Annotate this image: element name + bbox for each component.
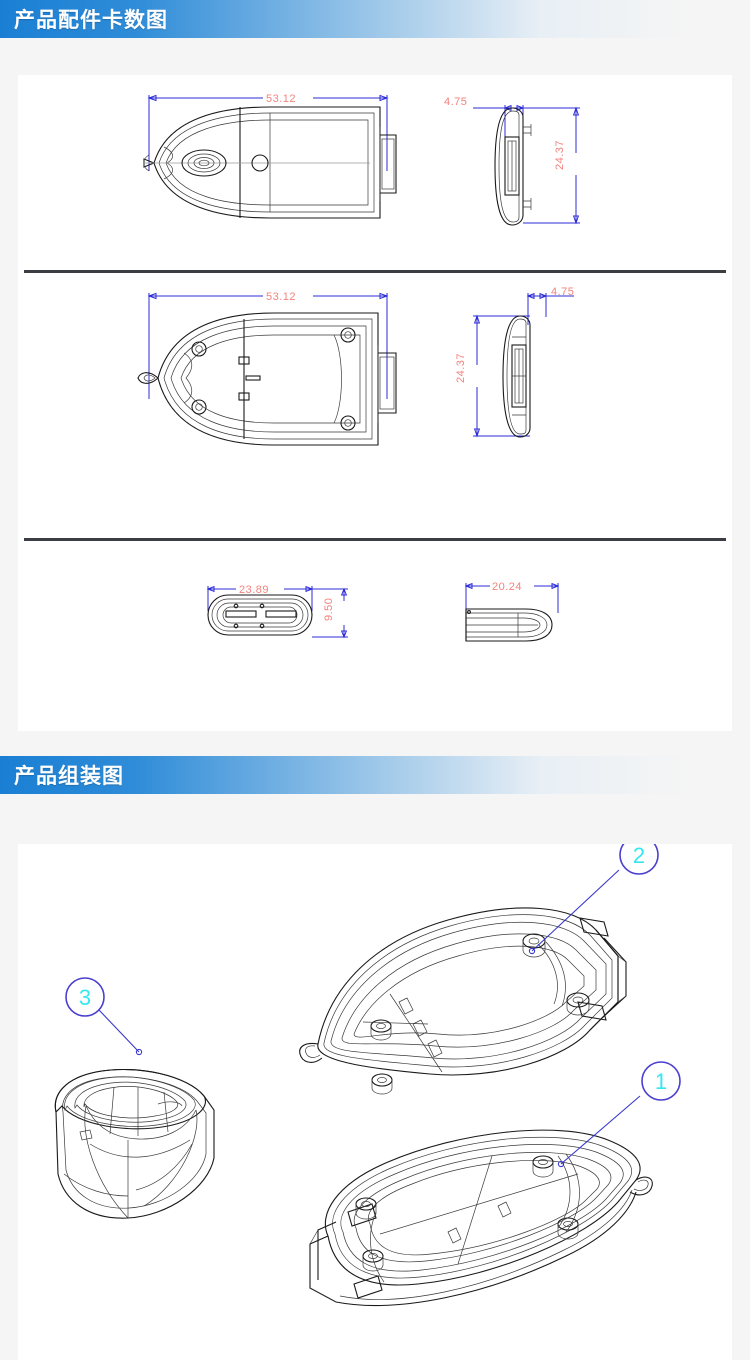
callout-1: 1 xyxy=(557,1061,681,1168)
section-banner-assembly: 产品组装图 xyxy=(0,756,750,794)
callout-number: 2 xyxy=(633,844,645,868)
top-view-outer-shell: 53.12 xyxy=(143,93,397,219)
dimension-label: 53.12 xyxy=(266,93,296,105)
callout-number: 1 xyxy=(655,1069,667,1094)
part-end-cap xyxy=(54,1068,215,1219)
drawing-row-1: 53.12 xyxy=(18,75,732,270)
spacer xyxy=(0,731,750,756)
boss-group-upper xyxy=(370,933,590,1095)
dimension-53-12-row2: 53.12 xyxy=(147,291,389,399)
dimension-label: 20.24 xyxy=(492,581,522,593)
end-cap-outline xyxy=(207,594,313,636)
inner-shell-side-outline xyxy=(502,315,531,438)
side-view-outer-shell: 4.75 24.37 xyxy=(444,96,580,226)
section-title-assembly: 产品组装图 xyxy=(14,765,124,788)
dimension-label: 9.50 xyxy=(323,598,335,621)
row-divider-2 xyxy=(24,538,726,541)
dimension-label: 4.75 xyxy=(551,286,574,298)
part-upper-shell-half xyxy=(299,907,627,1095)
section-title-spec: 产品配件卡数图 xyxy=(14,9,168,32)
assembly-drawing-panel: 2 xyxy=(18,844,732,1360)
dimension-label: 53.12 xyxy=(266,291,296,303)
section-banner-spec: 产品配件卡数图 xyxy=(0,0,750,38)
dimension-4-75-row2: 4.75 xyxy=(526,286,574,325)
drawing-row-2: 53.12 xyxy=(18,273,732,538)
dimension-label: 4.75 xyxy=(444,96,467,108)
dimension-label: 23.89 xyxy=(239,584,269,596)
screw-boss-group xyxy=(191,327,356,431)
spacer xyxy=(0,38,750,75)
row-divider-1 xyxy=(24,270,726,273)
dimension-53-12-row1: 53.12 xyxy=(147,93,389,171)
outer-shell-side-outline xyxy=(494,107,532,226)
side-view-inner-shell: 4.75 24.37 xyxy=(455,286,574,438)
boss-group-lower xyxy=(355,1155,579,1272)
end-cap-side-outline xyxy=(465,608,553,642)
dimension-9-50: 9.50 xyxy=(312,587,348,639)
side-view-end-cap: 20.24 xyxy=(464,581,560,642)
callout-3: 3 xyxy=(65,977,143,1056)
callout-number: 3 xyxy=(79,985,91,1010)
top-view-inner-shell: 53.12 xyxy=(137,291,397,446)
callout-2: 2 xyxy=(528,844,659,955)
outer-shell-outline xyxy=(143,106,397,219)
part-lower-shell-half xyxy=(309,1129,653,1307)
dimension-24-37-row1: 24.37 xyxy=(523,106,580,225)
dimension-label: 24.37 xyxy=(554,140,566,170)
spacer xyxy=(0,794,750,819)
dimension-label: 24.37 xyxy=(455,353,467,383)
dimension-20-24: 20.24 xyxy=(464,581,560,613)
drawing-row-3: 23.89 9.50 xyxy=(18,541,732,731)
spec-drawing-panel: 53.12 xyxy=(18,75,732,731)
top-view-end-cap: 23.89 9.50 xyxy=(206,584,348,639)
dimension-23-89: 23.89 xyxy=(206,584,314,611)
inner-shell-outline xyxy=(137,312,397,446)
dimension-4-75-row1: 4.75 xyxy=(444,96,525,137)
